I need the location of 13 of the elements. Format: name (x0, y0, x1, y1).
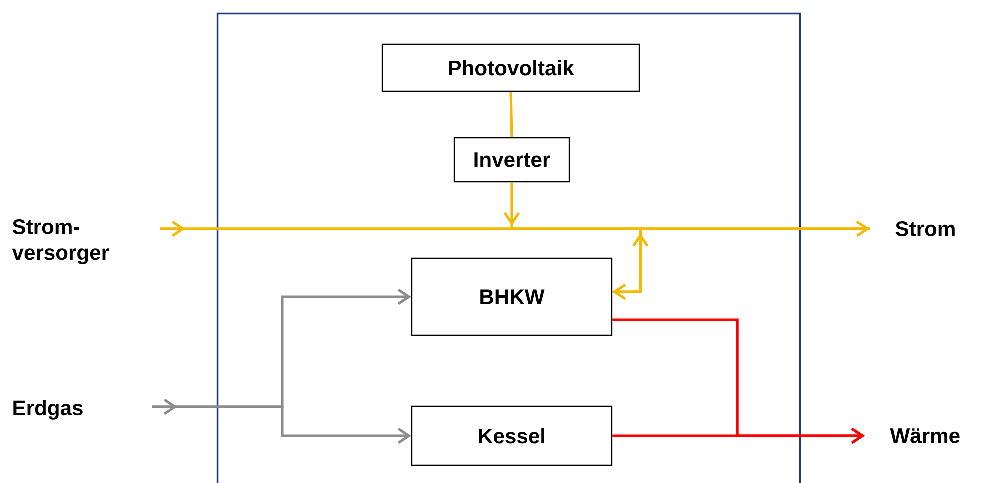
connector-line (510, 92, 514, 138)
flow-label: Strom (896, 222, 955, 236)
process-box: Inverter (454, 137, 570, 183)
process-box: Photovoltaik (382, 44, 640, 92)
arrow (160, 228, 642, 300)
arrow (152, 406, 412, 444)
flow-label: Strom- versorger (12, 220, 110, 264)
arrow (612, 428, 865, 444)
system-boundary (216, 12, 802, 483)
flow-label: Erdgas (14, 400, 83, 420)
flow-label: Wärme (890, 428, 960, 444)
process-box: BHKW (411, 258, 613, 336)
process-box: Kessel (411, 406, 613, 466)
